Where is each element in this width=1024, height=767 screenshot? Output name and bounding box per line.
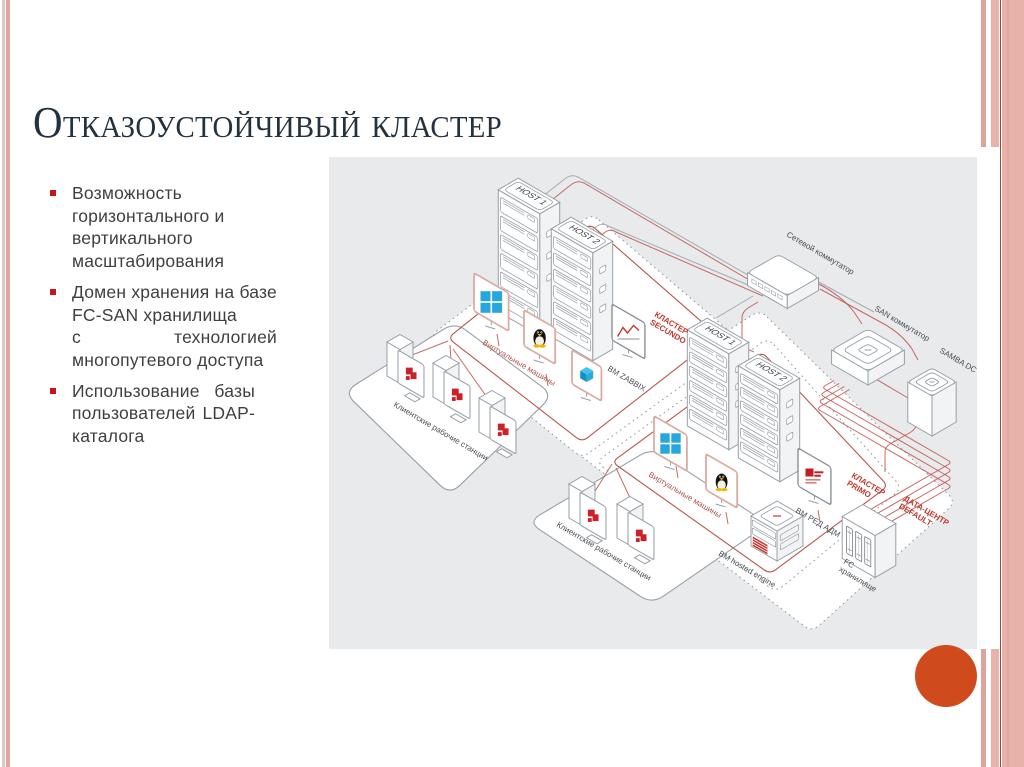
bullet-line: вертикального bbox=[72, 228, 193, 249]
right-edge-dark-line bbox=[999, 0, 1002, 767]
linux-tux-icon bbox=[715, 473, 728, 492]
server-host2-primo-buttons bbox=[786, 398, 794, 442]
red-os-logo-icon bbox=[451, 388, 463, 401]
workstation bbox=[567, 475, 607, 545]
connection-line bbox=[595, 229, 764, 297]
bullet-line: каталога bbox=[72, 426, 145, 447]
bullet-line: масштабирования bbox=[72, 251, 225, 272]
right-edge-band-line bbox=[1007, 0, 1009, 767]
bullet-line: пользователей LDAP- bbox=[72, 403, 255, 424]
zabbix-chart-icon bbox=[616, 324, 640, 340]
bullet-line: FC-SAN хранилища bbox=[72, 304, 237, 325]
connection-line bbox=[715, 295, 754, 319]
workstation bbox=[431, 354, 471, 424]
vm-panel-windows-secundo bbox=[473, 272, 510, 332]
vm-panel-cube-secundo bbox=[571, 349, 603, 402]
connection-line bbox=[821, 383, 951, 521]
bullet-marker-icon bbox=[50, 387, 56, 394]
connection-line bbox=[823, 380, 951, 511]
bullet-line: горизонтального и bbox=[72, 205, 225, 226]
vm-panel-windows-primo bbox=[653, 415, 688, 472]
bullet-marker-icon bbox=[50, 288, 56, 295]
vm-panel-linux-primo bbox=[705, 453, 739, 509]
left-edge-beige-stripe bbox=[2, 0, 5, 767]
bullet-item: Домен хранения на базе FC-SAN хранилища … bbox=[50, 281, 277, 372]
server-host2-primo-rack-slots bbox=[740, 373, 779, 473]
server-host2-primo: HOST 2 bbox=[737, 353, 801, 483]
red-adm-logo-icon bbox=[805, 468, 824, 484]
server-host1-primo-rack-slots bbox=[689, 337, 728, 441]
fc-storage-box bbox=[841, 503, 897, 579]
connection-line bbox=[819, 386, 951, 538]
bullet-line: Использование базы bbox=[72, 380, 255, 401]
server-host2-secundo-buttons bbox=[599, 264, 607, 314]
workstation bbox=[615, 495, 655, 565]
connection-line bbox=[816, 282, 863, 325]
server-host2-secundo-rack-slots bbox=[553, 236, 592, 352]
connection-line bbox=[817, 509, 821, 523]
connection-line bbox=[725, 511, 729, 525]
windows-logo-icon bbox=[480, 291, 503, 313]
bullet-list: Возможность горизонтального и вертикальн… bbox=[50, 182, 277, 456]
connection-line bbox=[812, 278, 875, 313]
connection-line bbox=[547, 181, 757, 285]
bullet-item: Использование базы пользователей LDAP- к… bbox=[50, 380, 255, 448]
workstation bbox=[385, 333, 425, 403]
vm-hosted-engine-box bbox=[749, 500, 805, 562]
bullet-line: многопутевого доступа bbox=[72, 349, 264, 370]
vm-panel-linux-secundo bbox=[523, 309, 557, 365]
connection-line bbox=[741, 301, 759, 348]
slide-title: Отказоустойчивый кластер bbox=[33, 98, 502, 147]
bullet-line: Домен хранения на базе bbox=[72, 281, 277, 302]
connection-line bbox=[496, 333, 500, 347]
red-os-logo-icon bbox=[405, 367, 417, 380]
red-os-logo-icon bbox=[587, 509, 599, 522]
red-os-logo-icon bbox=[635, 529, 647, 542]
connection-line bbox=[589, 223, 761, 291]
left-edge-pink-stripe bbox=[6, 0, 10, 767]
connection-line bbox=[817, 389, 951, 547]
samba-dc-box bbox=[907, 368, 957, 437]
connection-line bbox=[545, 373, 549, 387]
bullet-item: Возможность горизонтального и вертикальн… bbox=[50, 182, 225, 273]
network-switch bbox=[747, 255, 819, 310]
fc-disk-bays bbox=[846, 525, 872, 568]
connection-line bbox=[819, 288, 919, 361]
bullet-line: с технологией bbox=[72, 327, 277, 348]
connection-line bbox=[675, 465, 679, 479]
windows-logo-icon bbox=[660, 433, 681, 454]
bullet-line: Возможность bbox=[72, 183, 182, 203]
bullet-marker-icon bbox=[50, 190, 56, 196]
vm-panel-redadm bbox=[797, 448, 832, 505]
server-host2-secundo: HOST 2 bbox=[550, 216, 614, 362]
vm-panel-zabbix bbox=[611, 304, 646, 359]
san-switch bbox=[831, 329, 905, 386]
linux-tux-icon bbox=[533, 329, 546, 348]
red-os-logo-icon bbox=[497, 423, 509, 436]
accent-circle bbox=[915, 645, 977, 707]
network-switch-ports bbox=[751, 278, 783, 301]
connection-line bbox=[406, 340, 449, 358]
cluster-primo-mat bbox=[599, 340, 900, 590]
workstation bbox=[477, 389, 517, 459]
connection-line bbox=[542, 175, 754, 279]
